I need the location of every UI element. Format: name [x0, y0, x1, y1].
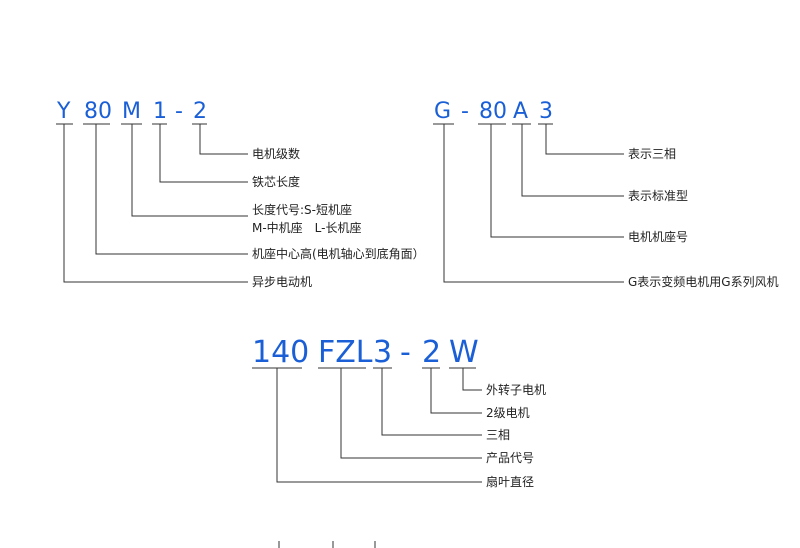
code-m: M: [122, 99, 141, 124]
leader-g: [443, 124, 624, 283]
label-core-length: 铁芯长度: [252, 174, 300, 189]
code-3: 3: [373, 335, 392, 370]
label-standard-type: 表示标准型: [628, 189, 688, 203]
label-g-series: G表示变频电机用G系列风机: [628, 274, 779, 289]
leader-3: [545, 124, 624, 155]
code-g: G: [434, 99, 451, 124]
leader-fzl: [340, 368, 482, 459]
label-center-height: 机座中心高(电机轴心到底角面）: [252, 246, 425, 261]
leader-140: [276, 368, 482, 483]
label-pole-count: 电机级数: [252, 146, 300, 161]
code-2: 2: [193, 99, 207, 124]
code-dash: -: [461, 99, 469, 124]
code-w: W: [449, 335, 479, 370]
code-1: 1: [153, 99, 167, 124]
leader-w: [462, 368, 482, 391]
label-three-phase: 三相: [486, 428, 510, 442]
label-length-code-ml: M-中机座 L-长机座: [252, 220, 362, 235]
label-product-code: 产品代号: [486, 451, 534, 465]
label-async-motor: 异步电动机: [252, 275, 312, 289]
label-outer-rotor: 外转子电机: [486, 382, 546, 397]
code-dash: -: [400, 335, 411, 370]
code-2: 2: [422, 335, 441, 370]
code-80: 80: [84, 99, 112, 124]
code-fzl: FZL: [318, 335, 373, 370]
label-length-code-s: 长度代号:S-短机座: [252, 202, 352, 217]
leader-2: [199, 124, 248, 155]
leader-1: [159, 124, 248, 183]
label-2-pole-motor: 2级电机: [486, 406, 530, 420]
label-fan-diameter: 扇叶直径: [486, 474, 534, 489]
leader-y: [63, 124, 248, 283]
code-3: 3: [539, 99, 553, 124]
code-140: 140: [252, 335, 309, 370]
code-dash: -: [175, 99, 183, 124]
leader-80: [95, 124, 248, 255]
bottom-tick-marks: [278, 541, 376, 548]
model-diagram-y80m1-2: Y 80 M 1 - 2 电机级数 铁芯长度 长度代号:S-短机座 M-中机座 …: [56, 99, 425, 289]
leader-m: [131, 124, 248, 217]
code-a: A: [513, 99, 528, 124]
leader-80: [490, 124, 624, 238]
leader-2: [430, 368, 482, 414]
label-frame-number: 电机机座号: [628, 229, 688, 244]
model-diagram-g-80a3: G - 80 A 3 表示三相 表示标准型 电机机座号 G表示变频电机用G系列风…: [433, 99, 779, 289]
leader-a: [521, 124, 624, 197]
label-three-phase: 表示三相: [628, 147, 676, 161]
code-80: 80: [479, 99, 507, 124]
model-diagram-140fzl3-2w: 140 FZL 3 - 2 W 外转子电机 2级电机 三相 产品代号 扇叶直径: [252, 335, 546, 489]
leader-3: [381, 368, 482, 436]
code-y: Y: [56, 99, 71, 124]
